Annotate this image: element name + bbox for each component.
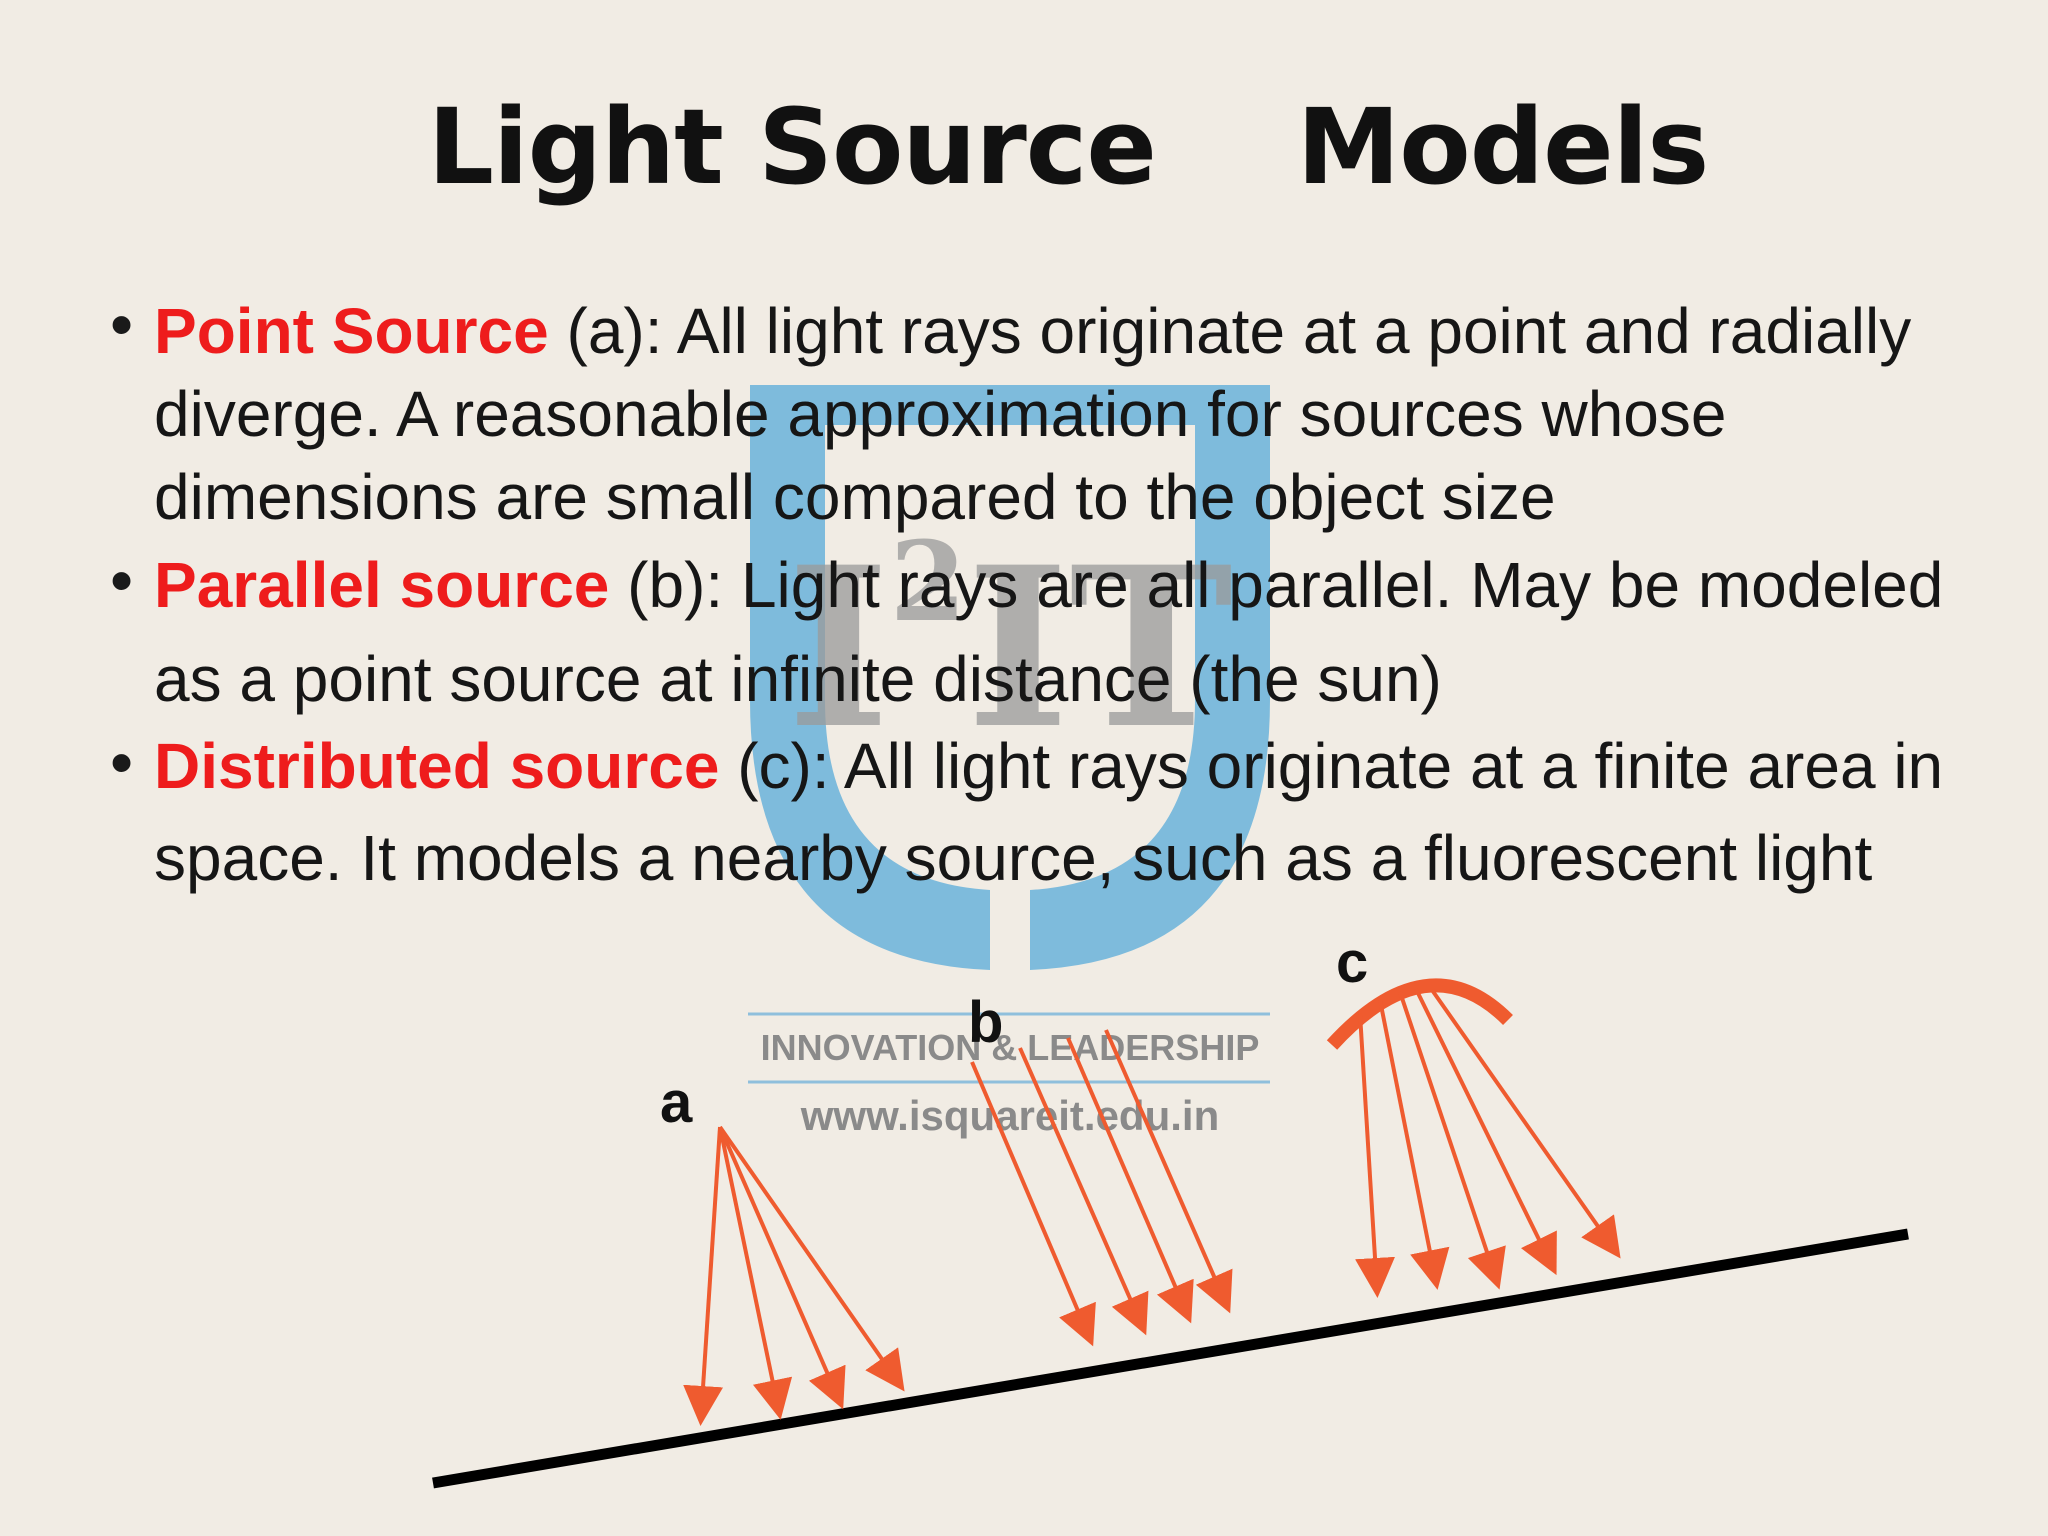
bullet-text: Distributed source (c): All light rays o… [154, 720, 1984, 904]
ray-c-1 [1355, 1013, 1395, 1298]
bullet-text: Parallel source (b): Light rays are all … [154, 538, 1984, 726]
ray-b-1 [970, 1061, 1096, 1347]
bullet-description: (b): Light rays are all parallel. May be… [154, 549, 1944, 715]
slide-title: Light Source Models [427, 86, 1710, 208]
label-b: b [968, 990, 1003, 1055]
ray-b-3 [1066, 1037, 1194, 1324]
surface-line [432, 1228, 1909, 1489]
label-c: c [1336, 930, 1368, 995]
ray-c-3 [1398, 991, 1506, 1290]
distributed-source-rays [1355, 988, 1621, 1298]
ray-c-4 [1414, 988, 1557, 1276]
bullet-description: (c): All light rays originate at a finit… [154, 730, 1944, 894]
ray-b-4 [1104, 1029, 1233, 1314]
bullet-dot-icon: • [110, 725, 134, 799]
bullet-dot-icon: • [110, 287, 134, 361]
ray-a-1 [683, 1126, 724, 1426]
ray-c-2 [1378, 999, 1450, 1290]
bullet-term: Distributed source [154, 730, 720, 802]
logo-tagline: INNOVATION & LEADERSHIP [761, 1027, 1260, 1068]
distributed-source-arc [1326, 978, 1513, 1050]
shield-shape [750, 385, 1270, 970]
bullet-list: • Point Source (a): All light rays origi… [110, 287, 1984, 904]
bullet-term: Parallel source [154, 549, 610, 621]
ray-a-4 [718, 1125, 905, 1392]
logo-text: I2IT [787, 517, 1233, 777]
bullet-term: Point Source [154, 295, 549, 367]
ray-a-3 [718, 1126, 846, 1410]
ray-b-2 [1018, 1047, 1149, 1336]
bullet-dot-icon: • [110, 543, 134, 617]
ray-a-2 [718, 1126, 793, 1420]
label-a: a [660, 1070, 693, 1135]
bullet-text: Point Source (a): All light rays origina… [154, 290, 1984, 539]
point-source-rays [683, 1125, 905, 1426]
parallel-source-rays [970, 1029, 1233, 1347]
bullet-description: (a): All light rays originate at a point… [154, 295, 1912, 533]
ray-c-5 [1430, 988, 1621, 1259]
